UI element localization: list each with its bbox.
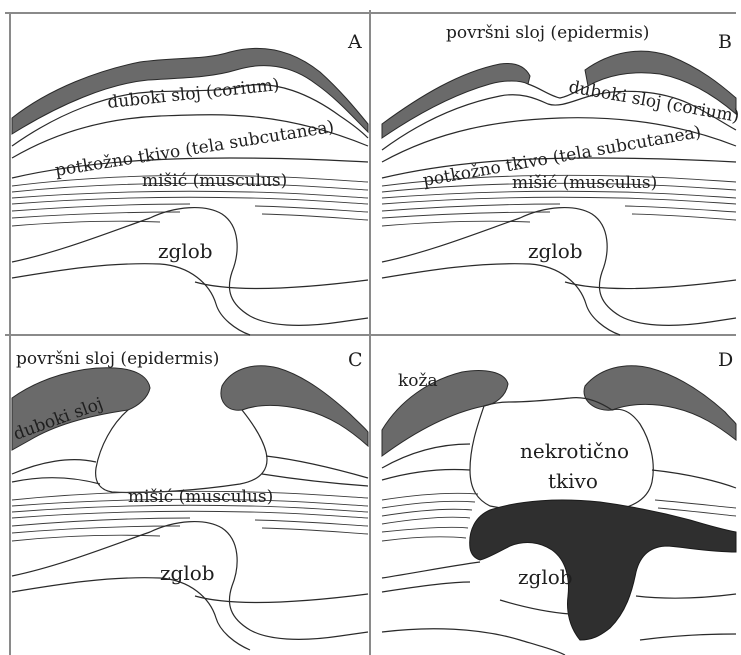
panel-b	[382, 51, 736, 335]
panel-d-necrosis-label-line2: tkivo	[548, 469, 598, 493]
panel-b-letter: B	[718, 31, 732, 53]
panel-c-letter: C	[348, 349, 363, 371]
deep-necrosis	[470, 500, 736, 640]
panel-a-muscle-label: mišić (musculus)	[142, 171, 287, 191]
panel-b-muscle-label: mišić (musculus)	[512, 173, 657, 193]
panel-c-epidermis-label: površni sloj (epidermis)	[16, 349, 219, 369]
panel-b-epidermis-label: površni sloj (epidermis)	[446, 23, 649, 43]
panel-a-letter: A	[347, 31, 362, 53]
panel-d	[382, 366, 736, 655]
panel-c-joint-label: zglob	[160, 561, 215, 585]
panel-b-joint-label: zglob	[528, 239, 583, 263]
panel-d-necrosis-label-line1: nekrotično	[520, 439, 629, 463]
panel-a-joint-label: zglob	[158, 239, 213, 263]
dermis-layer-right	[221, 366, 368, 446]
panel-d-skin-label: koža	[398, 371, 438, 391]
panel-d-joint-label: zglob	[518, 565, 573, 589]
panel-d-letter: D	[718, 349, 733, 371]
skin-layer-right	[584, 366, 736, 440]
panel-c-muscle-label: mišić (musculus)	[128, 487, 273, 507]
dermis-layer-left	[382, 64, 530, 139]
